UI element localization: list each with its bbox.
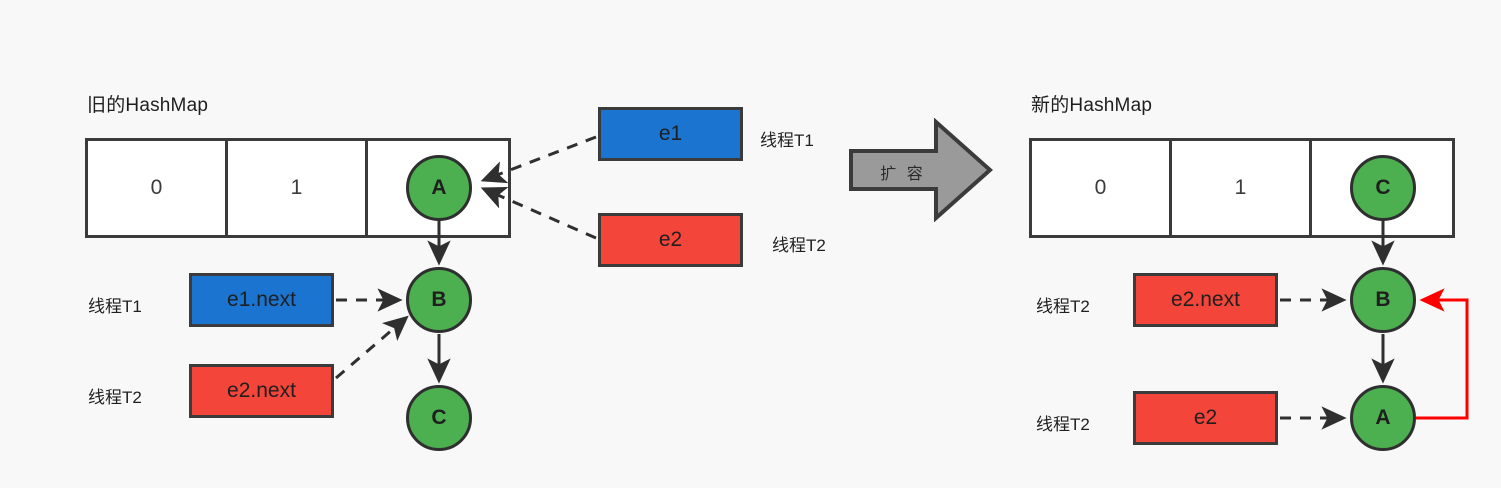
old-node-b-label: B bbox=[431, 288, 447, 311]
entry-box-r-e2-label: e2 bbox=[1193, 406, 1218, 429]
thread-label-r-e2-next-text: 线程T2 bbox=[1036, 297, 1090, 316]
entry-box-e1-next-label: e1.next bbox=[227, 288, 296, 311]
entry-box-r-e2-next[interactable]: e2.next bbox=[1133, 273, 1278, 327]
old-node-a[interactable]: A bbox=[406, 155, 472, 221]
entry-box-e2-next[interactable]: e2.next bbox=[189, 364, 334, 418]
thread-label-e2-next-text: 线程T2 bbox=[88, 388, 142, 407]
new-node-b-label: B bbox=[1375, 288, 1391, 311]
thread-label-e1-next-text: 线程T1 bbox=[88, 297, 142, 316]
entry-box-r-e2[interactable]: e2 bbox=[1133, 391, 1278, 445]
entry-box-r-e2-next-label: e2.next bbox=[1171, 288, 1240, 311]
thread-label-e2: 线程T2 bbox=[772, 231, 826, 256]
thread-label-e2-text: 线程T2 bbox=[772, 236, 826, 255]
entry-box-e1-next[interactable]: e1.next bbox=[189, 273, 334, 327]
edge-e2next-to-b bbox=[335, 315, 409, 380]
old-node-b[interactable]: B bbox=[406, 267, 472, 333]
resize-arrow: 扩 容 bbox=[848, 117, 994, 223]
new-bucket-index-1: 1 bbox=[1234, 176, 1247, 199]
old-node-c[interactable]: C bbox=[406, 385, 472, 451]
thread-label-r-e2-text: 线程T2 bbox=[1036, 415, 1090, 434]
entry-box-e1-label: e1 bbox=[658, 122, 683, 145]
entry-box-e1[interactable]: e1 bbox=[598, 107, 743, 161]
entry-box-e2[interactable]: e2 bbox=[598, 213, 743, 267]
thread-label-r-e2: 线程T2 bbox=[1036, 410, 1090, 435]
new-node-b[interactable]: B bbox=[1350, 267, 1416, 333]
new-node-c-label: C bbox=[1375, 176, 1391, 199]
entry-box-e2-next-label: e2.next bbox=[227, 379, 296, 402]
old-bucket-cell-1[interactable]: 1 bbox=[228, 141, 369, 235]
thread-label-e1: 线程T1 bbox=[760, 126, 814, 151]
old-bucket-cell-0[interactable]: 0 bbox=[88, 141, 229, 235]
edge-cycle-a-to-b bbox=[1416, 288, 1469, 420]
new-node-c[interactable]: C bbox=[1350, 155, 1416, 221]
entry-box-e2-label: e2 bbox=[658, 228, 683, 251]
old-node-c-label: C bbox=[431, 406, 447, 429]
old-node-a-label: A bbox=[431, 176, 447, 199]
old-hashmap-caption: 旧的HashMap bbox=[87, 95, 209, 116]
old-bucket-index-1: 1 bbox=[290, 176, 303, 199]
thread-label-r-e2-next: 线程T2 bbox=[1036, 292, 1090, 317]
new-bucket-cell-1[interactable]: 1 bbox=[1172, 141, 1313, 235]
resize-arrow-label: 扩 容 bbox=[880, 166, 926, 183]
thread-label-e1-next: 线程T1 bbox=[88, 292, 142, 317]
new-node-a[interactable]: A bbox=[1350, 385, 1416, 451]
new-hashmap-caption: 新的HashMap bbox=[1031, 95, 1153, 116]
new-node-a-label: A bbox=[1375, 406, 1391, 429]
thread-label-e2-next: 线程T2 bbox=[88, 383, 142, 408]
new-bucket-cell-0[interactable]: 0 bbox=[1032, 141, 1173, 235]
old-bucket-index-0: 0 bbox=[150, 176, 163, 199]
thread-label-e1-text: 线程T1 bbox=[760, 131, 814, 150]
new-bucket-index-0: 0 bbox=[1094, 176, 1107, 199]
